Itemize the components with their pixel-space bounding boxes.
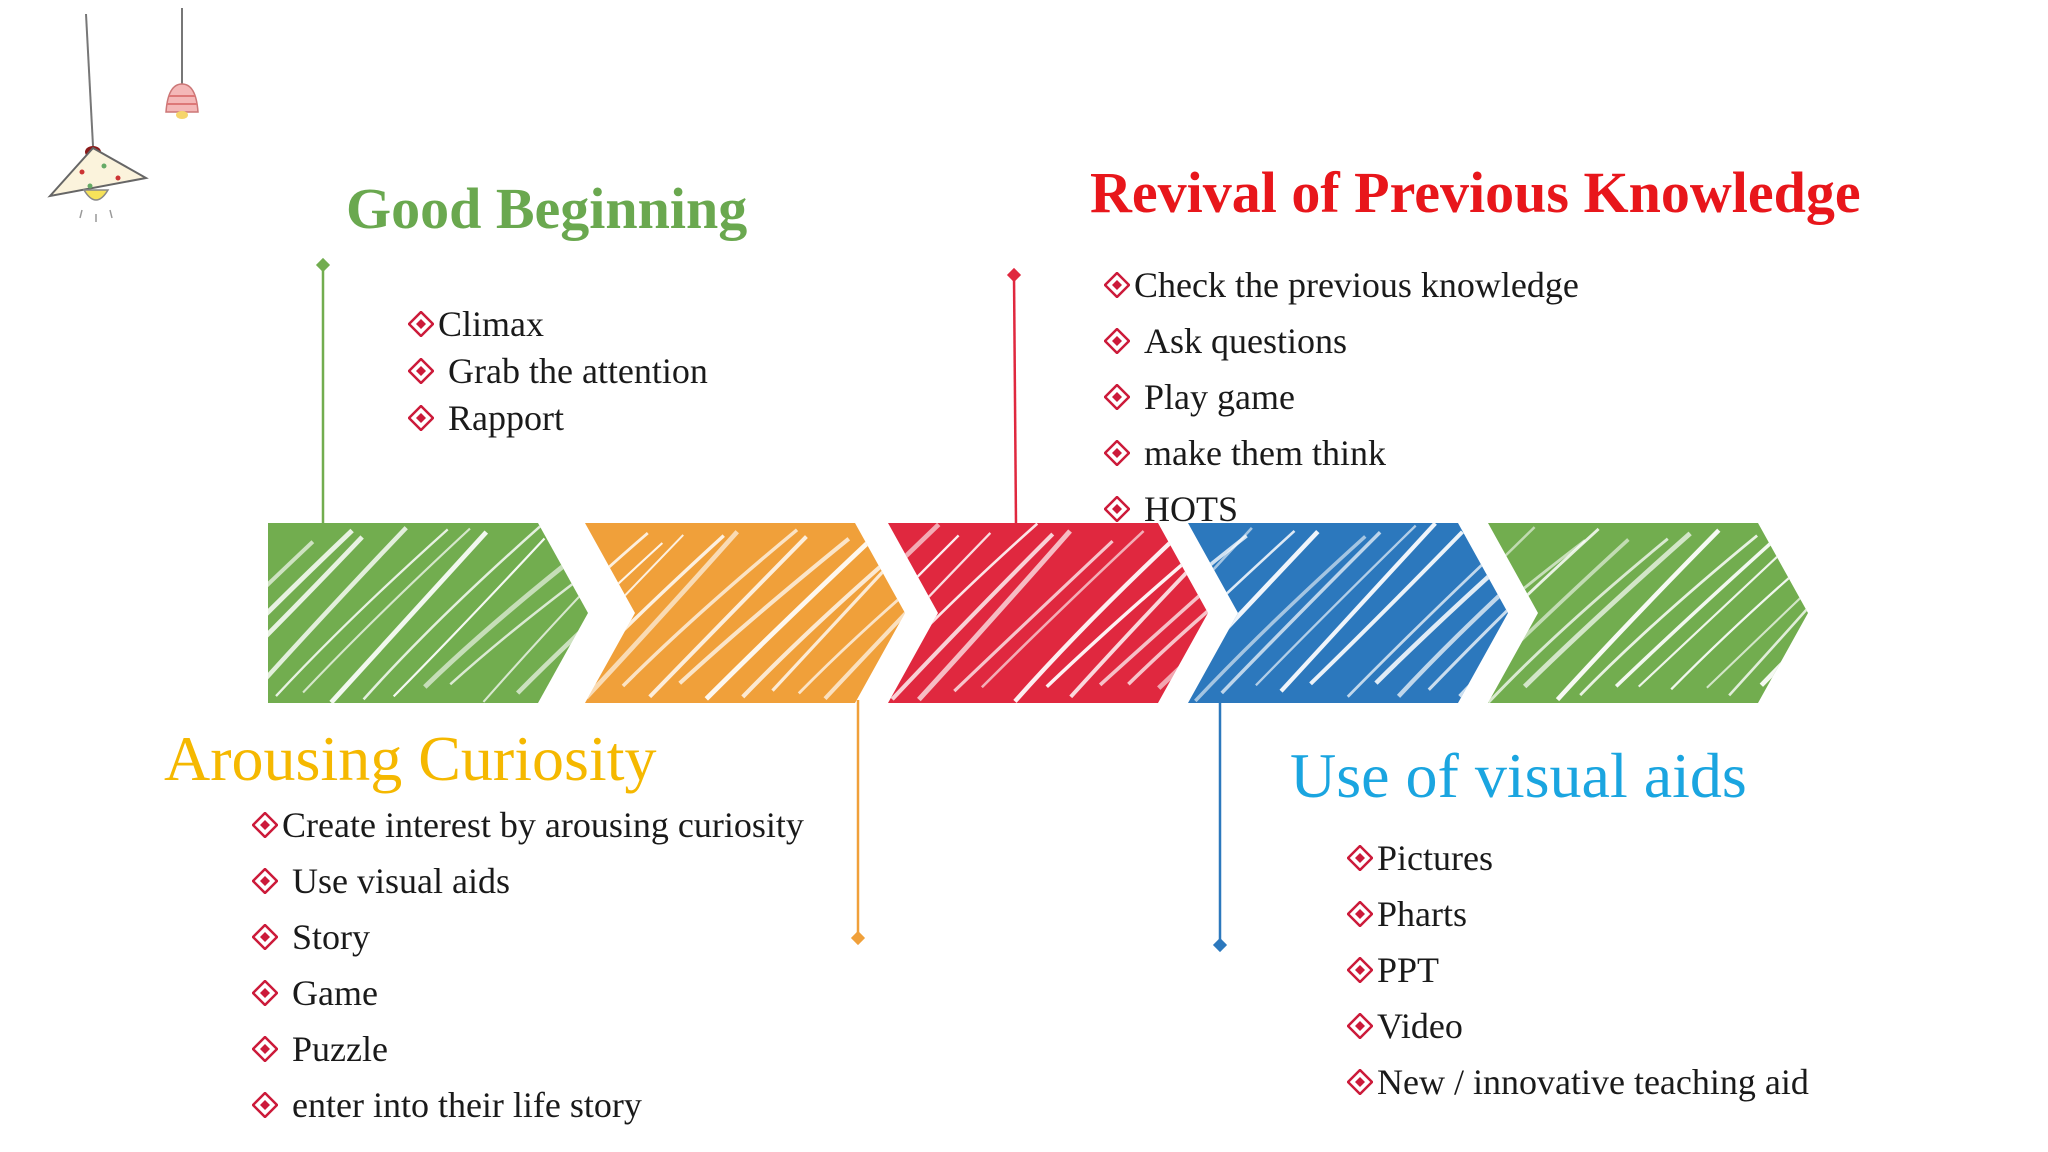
list-item: Use visual aids bbox=[252, 853, 804, 909]
list-item: Pictures bbox=[1347, 830, 1809, 886]
list-item: Story bbox=[252, 909, 804, 965]
diamond-bullet-icon bbox=[1347, 957, 1373, 983]
list-item: HOTS bbox=[1104, 481, 1579, 537]
list-item: New / innovative teaching aid bbox=[1347, 1054, 1809, 1110]
list-item-text: Story bbox=[292, 917, 371, 957]
hanging-lamps-decoration bbox=[47, 8, 199, 222]
list-item-text: Check the previous knowledge bbox=[1134, 265, 1579, 305]
connector-good-beginning bbox=[315, 257, 331, 525]
list-item-text: Use visual aids bbox=[292, 861, 510, 901]
connector-revival bbox=[1006, 267, 1022, 526]
list-item: Puzzle bbox=[252, 1021, 804, 1077]
diamond-bullet-icon bbox=[1347, 1013, 1373, 1039]
list-item-text: PPT bbox=[1377, 950, 1440, 990]
diamond-bullet-icon bbox=[252, 812, 278, 838]
diamond-bullet-icon bbox=[1104, 328, 1130, 354]
list-item: enter into their life story bbox=[252, 1077, 804, 1133]
list-item-text: Play game bbox=[1144, 377, 1295, 417]
diamond-bullet-icon bbox=[1347, 901, 1373, 927]
diamond-bullet-icon bbox=[1104, 440, 1130, 466]
list-item: Video bbox=[1347, 998, 1809, 1054]
list-item: make them think bbox=[1104, 425, 1579, 481]
chevron-green-2 bbox=[1488, 523, 1808, 703]
arousing-curiosity-title: Arousing Curiosity bbox=[164, 723, 657, 794]
diamond-bullet-icon bbox=[1104, 384, 1130, 410]
diamond-bullet-icon bbox=[1347, 845, 1373, 871]
diamond-bullet-icon bbox=[1104, 496, 1130, 522]
hanging-bell-lamp-icon bbox=[165, 8, 199, 119]
diamond-bullet-icon bbox=[408, 357, 434, 384]
diamond-bullet-icon bbox=[252, 924, 278, 950]
list-item: Rapport bbox=[408, 394, 708, 441]
list-item-text: Create interest by arousing curiosity bbox=[282, 805, 804, 845]
diamond-bullet-icon bbox=[408, 404, 434, 431]
connector-visual-aids bbox=[1212, 700, 1228, 953]
list-item-text: Grab the attention bbox=[448, 350, 708, 391]
connector-arousing bbox=[850, 700, 866, 946]
list-item: Check the previous knowledge bbox=[1104, 257, 1579, 313]
hanging-lamp-icon bbox=[47, 13, 149, 222]
visual-aids-title: Use of visual aids bbox=[1290, 740, 1747, 811]
list-item-text: Puzzle bbox=[292, 1029, 388, 1069]
good-beginning-title: Good Beginning bbox=[346, 176, 748, 241]
diamond-bullet-icon bbox=[1104, 272, 1130, 298]
diamond-bullet-icon bbox=[252, 1092, 278, 1118]
list-item: Pharts bbox=[1347, 886, 1809, 942]
list-item-text: New / innovative teaching aid bbox=[1377, 1062, 1809, 1102]
list-item: Create interest by arousing curiosity bbox=[252, 797, 804, 853]
diamond-bullet-icon bbox=[252, 1036, 278, 1062]
list-item-text: Pharts bbox=[1377, 894, 1467, 934]
list-item-text: Game bbox=[292, 973, 378, 1013]
diamond-bullet-icon bbox=[408, 310, 434, 337]
list-item-text: HOTS bbox=[1144, 489, 1239, 529]
list-item-text: enter into their life story bbox=[292, 1085, 642, 1125]
list-item: Play game bbox=[1104, 369, 1579, 425]
list-item: Game bbox=[252, 965, 804, 1021]
list-item: PPT bbox=[1347, 942, 1809, 998]
list-item: Climax bbox=[408, 300, 708, 347]
list-item-text: make them think bbox=[1144, 433, 1386, 473]
diamond-bullet-icon bbox=[1347, 1069, 1373, 1095]
chevron-green-1 bbox=[268, 523, 588, 703]
list-item-text: Climax bbox=[438, 303, 544, 344]
diamond-bullet-icon bbox=[252, 980, 278, 1006]
chevron-orange bbox=[585, 523, 905, 703]
revival-title: Revival of Previous Knowledge bbox=[1090, 160, 1861, 225]
list-item-text: Ask questions bbox=[1144, 321, 1348, 361]
list-item-text: Pictures bbox=[1377, 838, 1493, 878]
list-item: Ask questions bbox=[1104, 313, 1579, 369]
list-item: Grab the attention bbox=[408, 347, 708, 394]
diamond-bullet-icon bbox=[252, 868, 278, 894]
list-item-text: Rapport bbox=[448, 397, 564, 438]
list-item-text: Video bbox=[1377, 1006, 1463, 1046]
